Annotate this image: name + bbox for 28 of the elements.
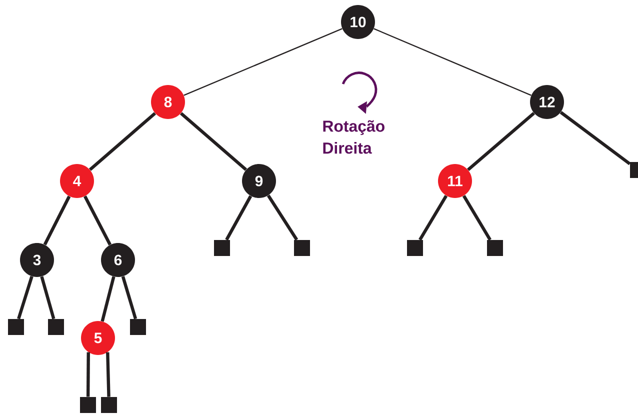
tree-edge xyxy=(17,276,34,320)
tree-edge xyxy=(467,112,535,172)
tree-edge xyxy=(40,276,56,320)
tree-edge xyxy=(418,194,448,241)
tree-edge xyxy=(225,195,252,241)
leaf-square xyxy=(407,240,423,256)
tree-edge xyxy=(86,352,90,397)
leaf-square xyxy=(294,240,310,256)
tree-edge xyxy=(560,111,631,166)
rotation-label: Rotação Direita xyxy=(323,120,384,154)
tree-edge xyxy=(266,194,298,241)
leaf-square xyxy=(80,397,96,413)
tree-edge xyxy=(84,196,112,246)
tree-edge xyxy=(43,196,71,246)
leaf-square xyxy=(101,397,117,413)
tree-edge xyxy=(88,112,156,171)
leaf-square xyxy=(214,240,230,256)
leaf-square xyxy=(48,319,64,335)
tree-edge xyxy=(100,276,116,322)
tree-edge xyxy=(374,28,532,96)
leaf-square xyxy=(130,319,146,335)
tree-edge xyxy=(180,112,248,171)
tree-edge xyxy=(121,276,138,320)
tree-edge xyxy=(106,352,110,397)
tree-edge xyxy=(462,194,492,241)
leaf-square xyxy=(8,319,24,335)
leaf-square xyxy=(487,240,503,256)
tree-edge xyxy=(184,28,342,96)
